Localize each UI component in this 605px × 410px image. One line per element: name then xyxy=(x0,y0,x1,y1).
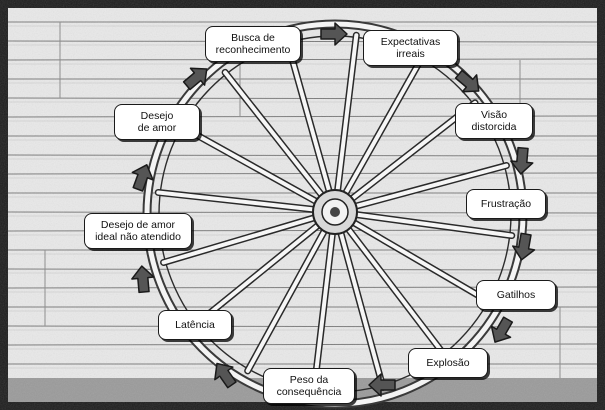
arrow-shape xyxy=(131,164,154,192)
spoke xyxy=(177,123,320,205)
spoke xyxy=(338,229,385,390)
flow-arrow-icon xyxy=(182,67,208,91)
spoke xyxy=(223,70,325,199)
node-latencia: Latência xyxy=(158,310,232,340)
flow-arrow-icon xyxy=(512,232,536,261)
flow-arrow-icon xyxy=(131,265,155,294)
spoke xyxy=(192,222,322,328)
arrow-shape xyxy=(320,22,348,46)
node-desejo-amor: Desejo de amor xyxy=(114,104,200,140)
node-explosao: Explosão xyxy=(408,348,488,378)
flow-arrow-icon xyxy=(131,164,154,192)
spoke xyxy=(285,38,332,195)
spoke xyxy=(161,215,318,265)
spoke xyxy=(335,33,359,195)
spoke xyxy=(342,55,425,197)
spoke xyxy=(245,227,328,373)
node-expectativas: Expectativas irreais xyxy=(363,30,458,66)
arrow-shape xyxy=(490,316,514,343)
flow-arrow-icon xyxy=(368,373,396,397)
arrow-shape xyxy=(182,67,208,91)
spoke xyxy=(311,229,335,395)
node-desejo-ideal: Desejo de amor ideal não atendido xyxy=(84,213,192,249)
wheel-spokes xyxy=(154,31,516,397)
flow-arrow-icon xyxy=(454,69,480,93)
arrow-shape xyxy=(510,146,534,175)
node-gatilhos: Gatilhos xyxy=(476,280,556,310)
arrow-shape xyxy=(454,69,480,93)
node-peso: Peso da consequência xyxy=(263,368,355,404)
node-busca: Busca de reconhecimento xyxy=(205,26,301,62)
wheel-axle xyxy=(330,207,340,217)
flow-arrow-icon xyxy=(510,146,534,175)
spoke xyxy=(350,219,493,305)
spoke xyxy=(352,163,509,209)
flow-arrow-icon xyxy=(214,362,237,389)
spoke xyxy=(345,225,447,358)
arrow-shape xyxy=(131,265,155,294)
node-frustracao: Frustração xyxy=(466,189,546,219)
spoke xyxy=(348,100,478,202)
arrow-shape xyxy=(368,373,396,397)
cycle-arrows xyxy=(131,22,536,397)
spoke xyxy=(156,190,318,212)
flow-arrow-icon xyxy=(320,22,348,46)
flow-arrow-icon xyxy=(490,316,514,343)
spoke xyxy=(352,212,514,238)
arrow-shape xyxy=(512,232,536,261)
node-visao: Visão distorcida xyxy=(455,103,533,139)
arrow-shape xyxy=(214,362,237,389)
